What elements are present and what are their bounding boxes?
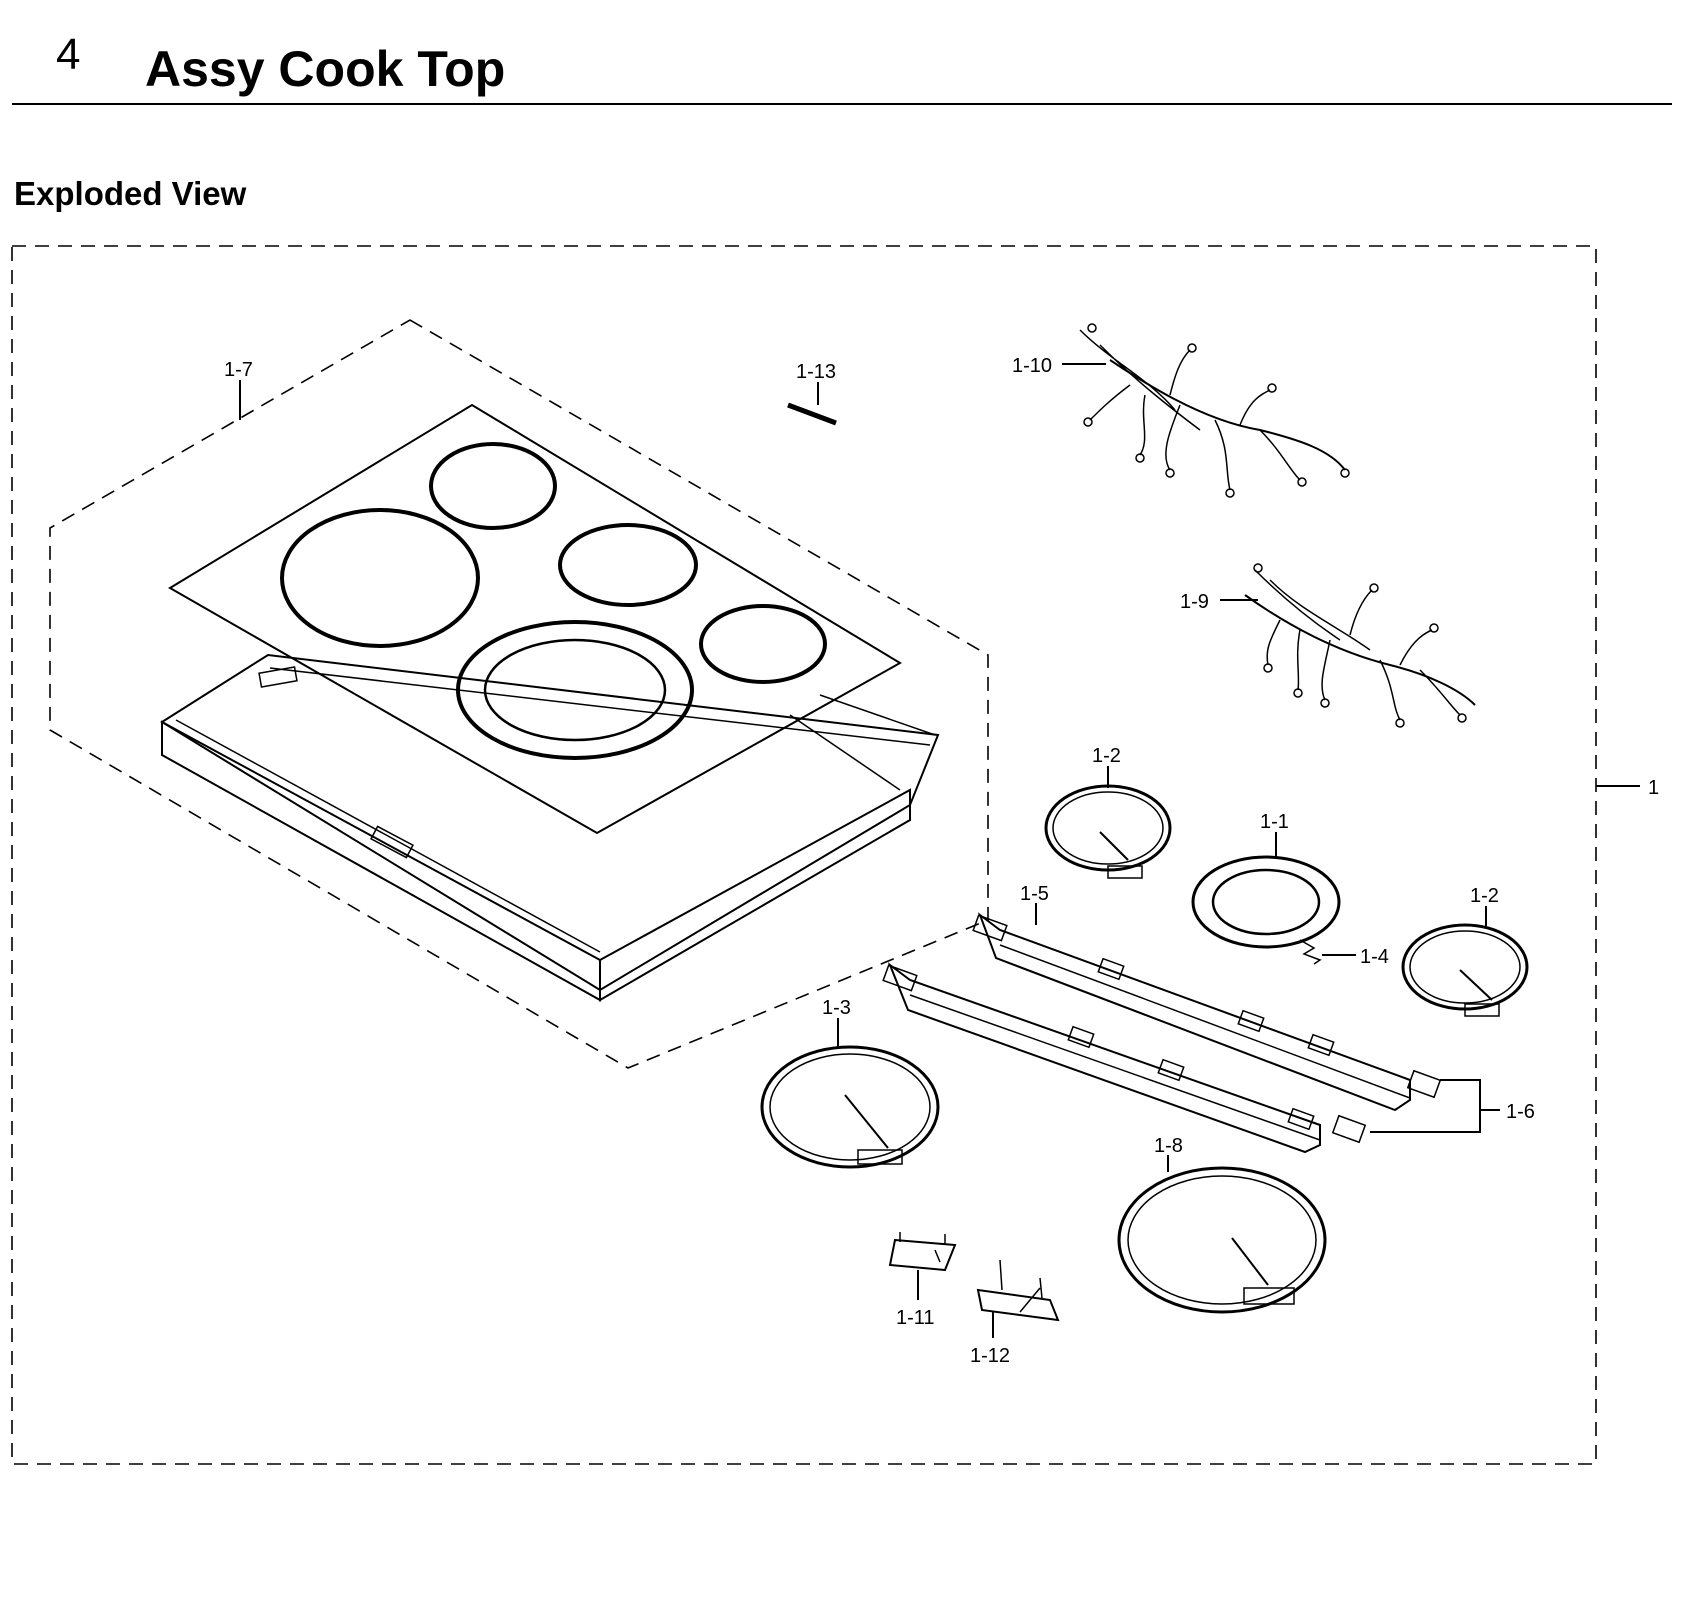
callout-1-8: 1-8 (1154, 1135, 1183, 1157)
bracket-1-5-upper: 1-5 (972, 883, 1442, 1112)
leader-1-6: 1-6 (1370, 1079, 1535, 1133)
bracket-1-6-lower (882, 962, 1367, 1154)
part-1-12: 1-12 (970, 1259, 1060, 1367)
section-number: 4 (56, 30, 81, 79)
wire-harness-1-10: 1-10 (1012, 323, 1350, 498)
glass-cooktop (168, 403, 902, 835)
burner-ring-front-outer (456, 620, 694, 760)
heating-element-1-2-upper: 1-2 (1044, 745, 1172, 879)
callout-1-12: 1-12 (970, 1345, 1010, 1367)
part-1-4: 1-4 (1299, 939, 1389, 968)
cooktop-group-outline (49, 319, 989, 1069)
burner-ring-front-inner (483, 638, 667, 742)
section-title: Assy Cook Top (145, 41, 506, 97)
callout-1-2-upper: 1-2 (1092, 745, 1121, 767)
part-1-13: 1-13 (787, 361, 837, 426)
callout-1-13: 1-13 (796, 361, 836, 383)
burner-ring-rear-small (429, 442, 557, 530)
title-rule (12, 103, 1672, 105)
callout-1: 1 (1648, 777, 1659, 799)
heating-element-1-8: 1-8 (1117, 1135, 1327, 1314)
callout-1-2-right: 1-2 (1470, 885, 1499, 907)
callout-1-9: 1-9 (1180, 591, 1209, 613)
assembly-boundary (11, 245, 1597, 1465)
wire-harness-1-9: 1-9 (1180, 563, 1476, 728)
heating-element-1-2-right: 1-2 (1401, 885, 1529, 1017)
cooktop-frame (160, 653, 940, 1002)
callout-1-6: 1-6 (1506, 1101, 1535, 1123)
burner-ring-center (558, 523, 698, 607)
callout-1-4: 1-4 (1360, 946, 1389, 968)
heating-element-1-1: 1-1 (1191, 811, 1341, 949)
callout-1-1: 1-1 (1260, 811, 1289, 833)
callout-1-5: 1-5 (1020, 883, 1049, 905)
burner-ring-right (699, 604, 827, 684)
callout-1-11: 1-11 (896, 1307, 935, 1329)
callout-1-7: 1-7 (224, 359, 253, 381)
callout-1-3: 1-3 (822, 997, 851, 1019)
exploded-view-heading: Exploded View (14, 175, 247, 212)
part-1-11: 1-11 (888, 1232, 957, 1329)
burner-ring-left-large (280, 508, 480, 648)
heating-element-1-3: 1-3 (760, 997, 940, 1169)
callout-1-10: 1-10 (1012, 355, 1052, 377)
